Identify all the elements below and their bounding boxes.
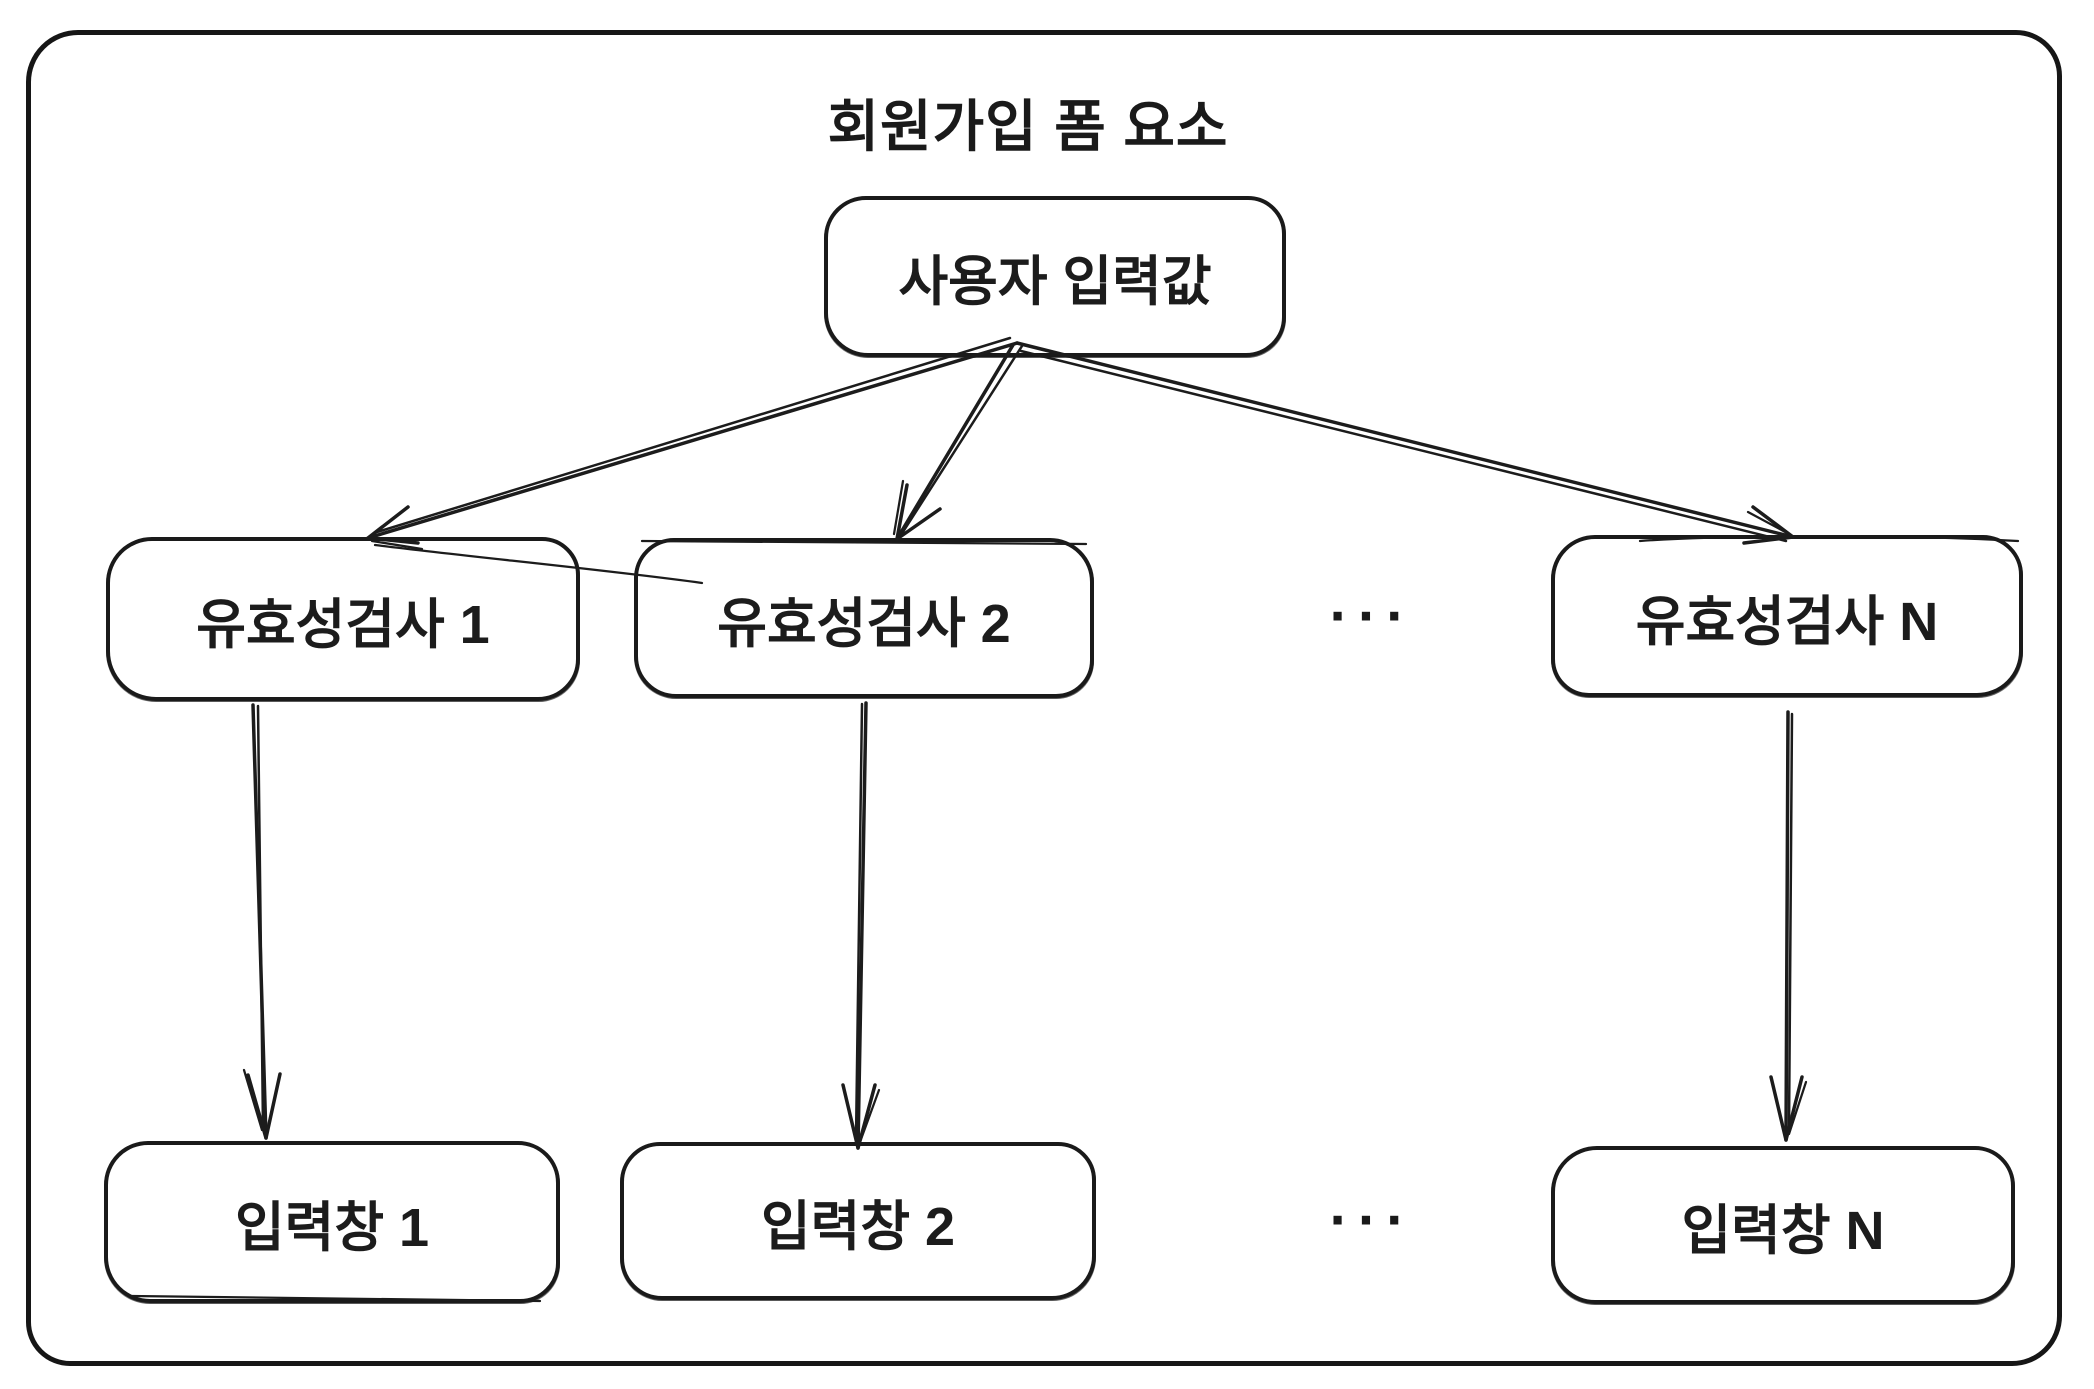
node-validation-n-label: 유효성검사 N: [1635, 591, 1939, 652]
node-validation-1: 유효성검사 1: [106, 537, 580, 701]
node-validation-2-label: 유효성검사 2: [717, 593, 1011, 654]
node-user-input-label: 사용자 입력값: [898, 252, 1212, 312]
node-input-field-1: 입력창 1: [104, 1141, 560, 1303]
node-input-field-n: 입력창 N: [1551, 1146, 2015, 1304]
node-input-field-2-label: 입력창 2: [760, 1196, 956, 1257]
ellipsis-validators: ···: [1329, 583, 1415, 649]
node-input-field-1-label: 입력창 1: [234, 1197, 430, 1258]
node-validation-1-label: 유효성검사 1: [196, 594, 490, 655]
node-input-field-2: 입력창 2: [620, 1142, 1096, 1300]
diagram-title: 회원가입 폼 요소: [827, 95, 1229, 158]
node-user-input: 사용자 입력값: [824, 196, 1286, 357]
node-input-field-n-label: 입력창 N: [1681, 1200, 1885, 1261]
ellipsis-inputs: ···: [1329, 1187, 1415, 1253]
node-validation-n: 유효성검사 N: [1551, 535, 2023, 697]
node-validation-2: 유효성검사 2: [634, 538, 1094, 698]
outer-frame: [26, 30, 2062, 1366]
